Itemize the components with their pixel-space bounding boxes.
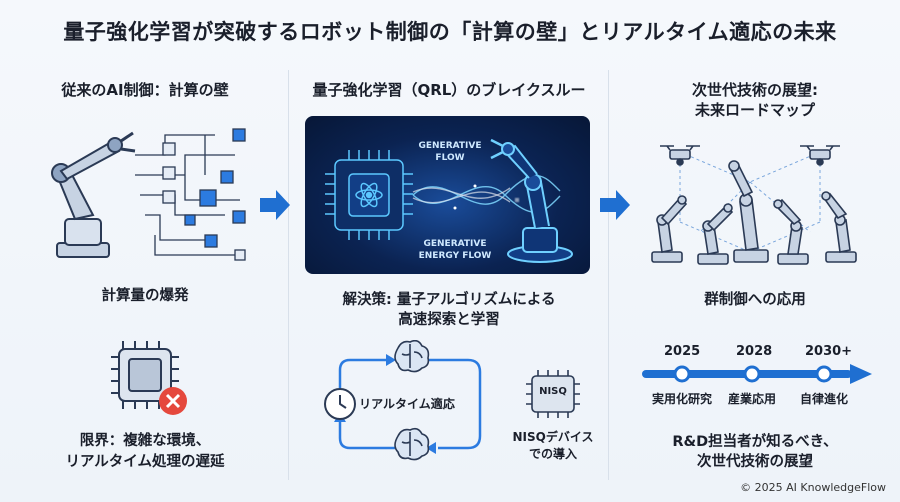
right-heading-1: 次世代技術の展望: [692,81,818,99]
robot-arm-icon [651,195,688,263]
right-caption-top: 群制御への応用 [704,292,806,308]
chip-error-icon [111,341,187,415]
drone-icon [660,145,700,166]
robot-arm-icon [51,131,136,258]
circuit-icon [135,128,246,261]
left-caption-bottom-1: 限界：複雑な環境、 [79,433,211,449]
roadmap-year-1: 2025 [664,344,701,359]
nisq-chip-icon [526,370,580,418]
left-caption-top: 計算量の爆発 [101,288,189,304]
drone-icon [800,145,840,166]
roadmap-year-3: 2030+ [805,344,853,359]
divider-left [288,70,289,480]
quantum-flow-illustration [325,138,573,263]
robot-arm-icon [773,198,809,265]
panel-label-top: GENERATIVE FLOW [418,141,482,163]
roadmap-label-1: 実用化研究 [651,392,712,406]
center-caption-2: 高速探索と学習 [398,312,500,328]
right-caption-bottom-2: 次世代技術の展望 [697,454,813,470]
arrow-right-icon [260,190,290,220]
roadmap-timeline [642,364,872,384]
roadmap-label-2: 産業応用 [727,392,776,406]
roadmap-node-2030 [815,365,833,383]
roadmap-year-2: 2028 [736,344,773,359]
left-caption-bottom-2: リアルタイム処理の遅延 [65,454,225,470]
glowing-robot-arm-icon [490,138,573,263]
quantum-chip-icon [325,150,413,240]
roadmap-node-2025 [673,365,691,383]
qrl-panel: GENERATIVE FLOW GENERATIVE ENERGY FLOW [305,116,590,274]
brain-icon-top [394,340,430,373]
center-heading: 量子強化学習（QRL）のブレイクスルー [312,81,586,99]
nisq-chip-label: NISQ [539,386,567,397]
arrow-right-icon [600,190,630,220]
clock-icon [324,388,356,420]
left-heading: 従来のAI制御：計算の壁 [61,81,229,99]
panel-label-bottom: GENERATIVE ENERGY FLOW [418,239,492,261]
swarm-robots-illustration [651,145,857,265]
page-title: 量子強化学習が突破するロボット制御の「計算の壁」とリアルタイム適応の未来 [63,20,837,44]
right-heading-2: 未来ロードマップ [694,101,815,119]
nisq-caption-1: NISQデバイス [512,430,594,444]
divider-right [608,70,609,480]
roadmap-label-3: 自律進化 [799,392,848,406]
roadmap-node-2028 [743,365,761,383]
robot-arm-icon [821,191,857,263]
loop-label: リアルタイム適応 [359,397,455,411]
adaptation-loop [324,340,482,461]
copyright-footer: © 2025 AI KnowledgeFlow [740,481,886,494]
robot-arm-icon [728,160,769,263]
nisq-caption-2: での導入 [528,447,577,461]
traditional-ai-illustration [51,128,246,261]
brain-icon-bottom [394,427,430,461]
robot-arm-icon [697,203,734,265]
center-caption-1: 解決策: 量子アルゴリズムによる [342,292,556,308]
right-caption-bottom-1: R&D担当者が知るべき、 [672,434,838,450]
